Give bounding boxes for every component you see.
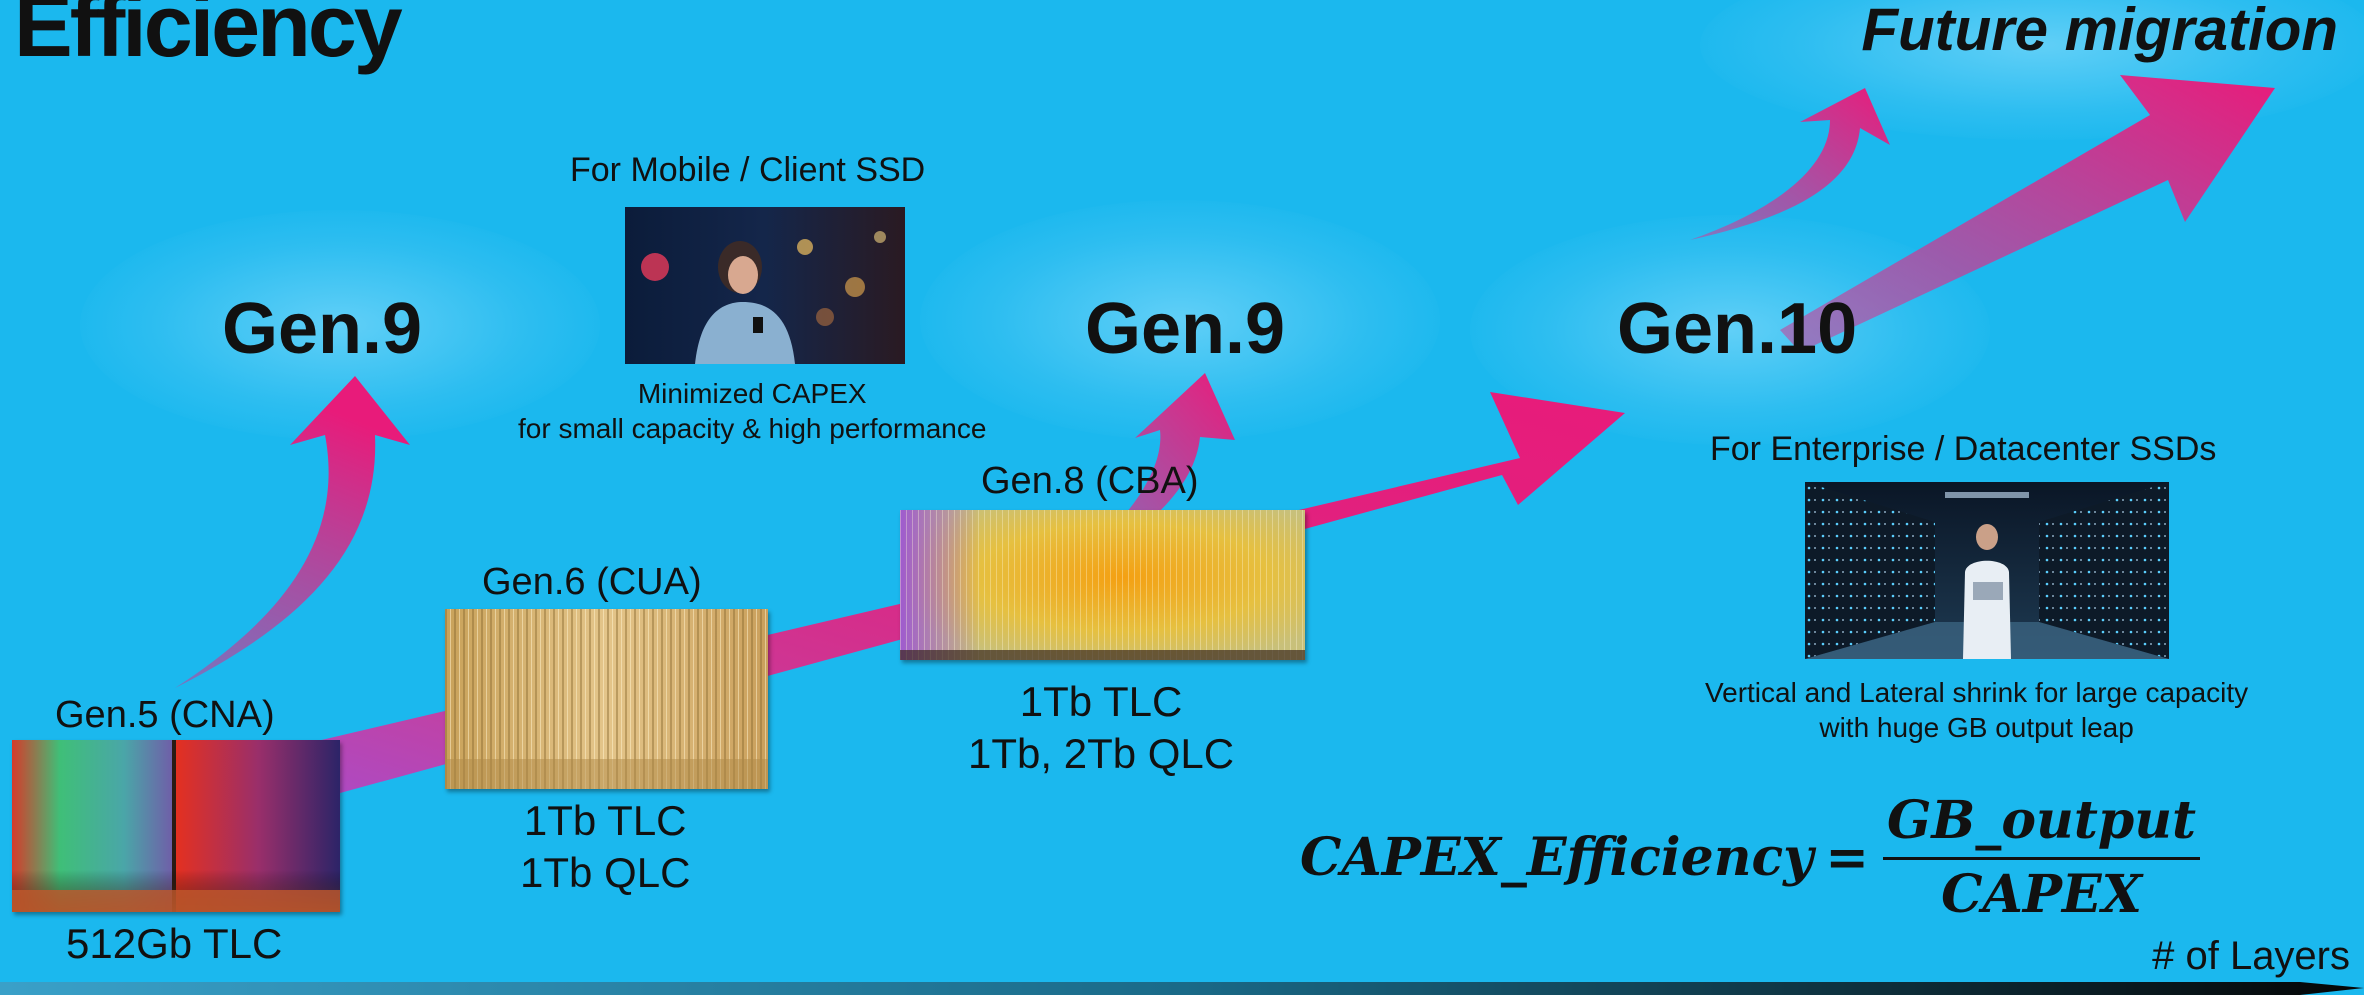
future-migration-label: Future migration <box>1861 0 2338 63</box>
gen10-label: Gen.10 <box>1617 289 1858 369</box>
gen6-capacity: 1Tb TLC 1Tb QLC <box>520 795 690 898</box>
layers-axis-arrow <box>0 982 2364 995</box>
gen6-capacity-line-1: 1Tb TLC <box>523 797 687 844</box>
enterprise-caption-line-2: with huge GB output leap <box>1819 712 2134 743</box>
page-title: Efficiency <box>14 0 403 75</box>
capex-efficiency-formula: CAPEX_Efficiency = GB_output CAPEX <box>1300 790 2201 925</box>
mobile-user-photo <box>625 207 905 364</box>
gen9-left-label: Gen.9 <box>222 289 423 369</box>
mobile-panel-heading: For Mobile / Client SSD <box>570 151 926 189</box>
formula-fraction: GB_output CAPEX <box>1882 790 2201 925</box>
curved-arrow-future-small <box>1690 88 1890 240</box>
gen6-capacity-line-2: 1Tb QLC <box>520 848 691 896</box>
formula-equals: = <box>1825 827 1869 888</box>
formula-denominator: CAPEX <box>1941 864 2142 925</box>
curved-arrow-gen9-left <box>175 376 410 688</box>
gen5-capacity: 512Gb TLC <box>66 918 282 970</box>
formula-lhs: CAPEX_Efficiency <box>1300 827 1814 888</box>
gen6-die-image <box>445 609 768 789</box>
enterprise-caption-line-1: Vertical and Lateral shrink for large ca… <box>1705 677 2249 708</box>
gen5-capacity-line: 512Gb TLC <box>66 920 283 967</box>
mobile-caption-line-2: for small capacity & high performance <box>518 413 987 444</box>
datacenter-photo <box>1805 482 2169 659</box>
gen5-die-image <box>12 740 340 912</box>
curved-arrow-gen9-mid <box>1055 373 1235 580</box>
mobile-panel-caption: Minimized CAPEX for small capacity & hig… <box>518 376 986 446</box>
mobile-caption-line-1: Minimized CAPEX <box>637 378 867 409</box>
gen8-label: Gen.8 (CBA) <box>981 460 1199 502</box>
gen8-die-image <box>900 510 1305 660</box>
gen8-capacity-line-2: 1Tb, 2Tb QLC <box>968 729 1235 777</box>
gen8-capacity: 1Tb TLC 1Tb, 2Tb QLC <box>968 676 1234 779</box>
enterprise-panel-heading: For Enterprise / Datacenter SSDs <box>1710 430 2217 468</box>
formula-numerator: GB_output <box>1882 790 2201 860</box>
gen5-label: Gen.5 (CNA) <box>55 694 275 736</box>
enterprise-panel-caption: Vertical and Lateral shrink for large ca… <box>1705 675 2248 745</box>
future-big-arrow <box>1780 75 2275 352</box>
gen6-label: Gen.6 (CUA) <box>482 561 702 603</box>
gen9-mid-label: Gen.9 <box>1085 289 1286 369</box>
axis-label-layers: # of Layers <box>2152 934 2350 978</box>
gen8-capacity-line-1: 1Tb TLC <box>1019 678 1183 725</box>
